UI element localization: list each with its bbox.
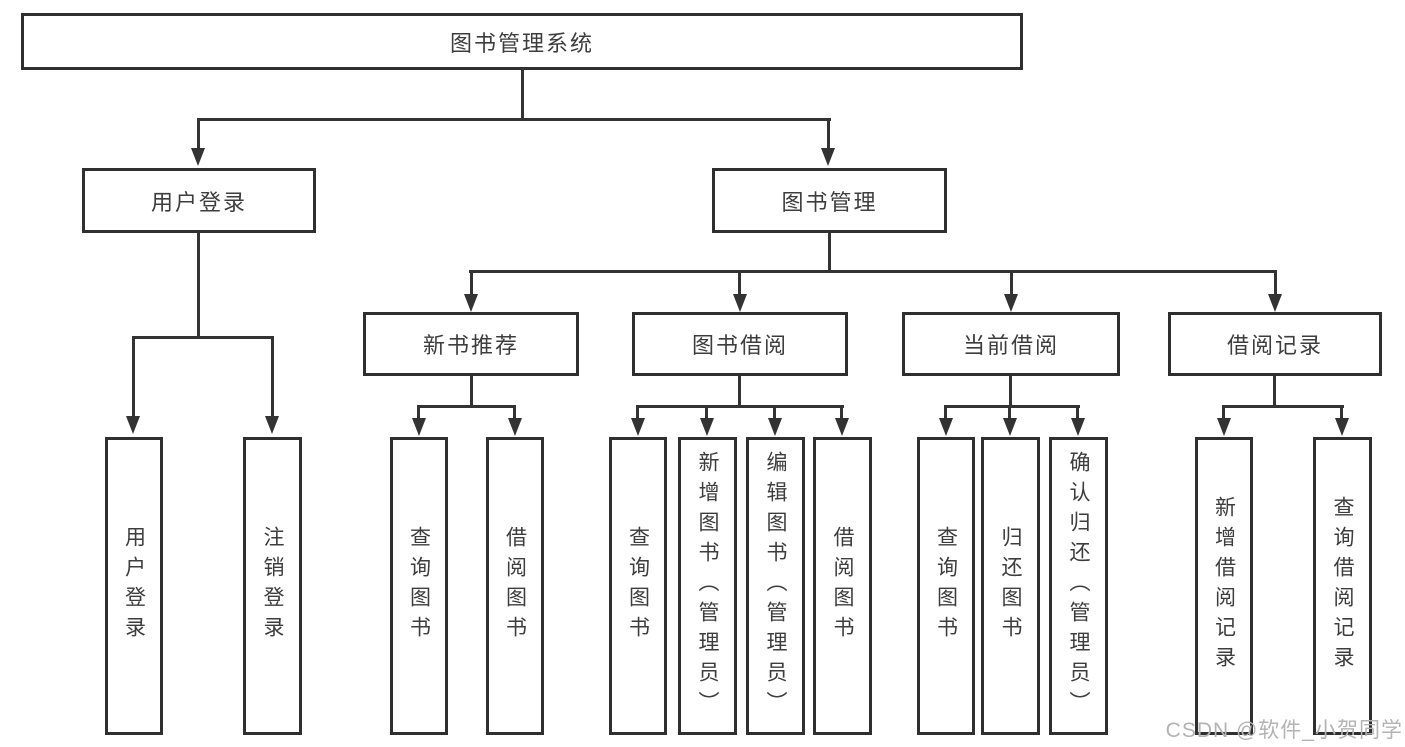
node-user-login: 用户登录 xyxy=(82,168,316,233)
connector-rail xyxy=(417,405,516,408)
arrow-down-icon xyxy=(1268,294,1282,312)
leaf-query-books-recommend: 查询图书 xyxy=(390,437,448,735)
arrow-down-icon xyxy=(1004,294,1018,312)
arrow-down-icon xyxy=(1335,418,1349,436)
leaf-add-borrow-record: 新增借阅记录 xyxy=(1195,437,1253,735)
node-label: 归还图书 xyxy=(999,526,1022,646)
node-label: 新增图书（管理员） xyxy=(696,451,719,721)
node-label: 图书管理 xyxy=(781,189,878,215)
leaf-add-book-admin: 新增图书（管理员） xyxy=(678,437,737,735)
node-book-management: 图书管理 xyxy=(712,168,947,233)
connector-drop xyxy=(1274,270,1277,296)
arrow-down-icon xyxy=(700,418,714,436)
leaf-confirm-return-admin: 确认归还（管理员） xyxy=(1049,437,1108,735)
connector-drop xyxy=(1076,405,1079,420)
connector-drop xyxy=(1340,405,1343,420)
arrow-down-icon xyxy=(464,294,478,312)
arrow-down-icon xyxy=(126,416,140,434)
connector-drop xyxy=(944,405,947,420)
csdn-watermark: CSDN @软件_小贺同学 xyxy=(1165,719,1403,742)
arrow-down-icon xyxy=(835,418,849,436)
leaf-return-book: 归还图书 xyxy=(981,437,1040,735)
connector-rail xyxy=(132,336,274,339)
node-label: 借阅图书 xyxy=(831,526,854,646)
connector-drop xyxy=(1008,405,1011,420)
arrow-down-icon xyxy=(412,418,426,436)
connector-drop xyxy=(636,405,639,420)
arrow-down-icon xyxy=(1217,418,1231,436)
node-library-system: 图书管理系统 xyxy=(21,13,1023,70)
node-new-book-recommend: 新书推荐 xyxy=(363,312,579,376)
node-label: 查询借阅记录 xyxy=(1331,496,1354,676)
arrow-down-icon xyxy=(1003,418,1017,436)
connector-drop xyxy=(840,405,843,420)
node-label: 查询图书 xyxy=(934,526,958,646)
connector-stem xyxy=(828,233,831,272)
node-label: 查询图书 xyxy=(407,526,431,646)
node-current-borrowing: 当前借阅 xyxy=(902,312,1120,376)
leaf-logout: 注销登录 xyxy=(243,437,302,735)
node-label: 用户登录 xyxy=(122,526,146,646)
node-book-borrowing: 图书借阅 xyxy=(632,312,848,376)
node-label: 编辑图书（管理员） xyxy=(764,451,787,721)
node-label: 当前借阅 xyxy=(962,333,1059,358)
connector-drop xyxy=(513,405,516,420)
connector-drop xyxy=(738,270,741,296)
node-label: 借阅记录 xyxy=(1226,333,1323,358)
node-label: 图书管理系统 xyxy=(449,30,594,56)
arrow-down-icon xyxy=(1071,418,1085,436)
leaf-query-books-borrowing: 查询图书 xyxy=(609,437,667,735)
arrow-down-icon xyxy=(733,294,747,312)
leaf-borrow-books-recommend: 借阅图书 xyxy=(486,437,544,735)
node-label: 确认归还（管理员） xyxy=(1067,451,1090,721)
node-label: 查询图书 xyxy=(626,526,650,646)
arrow-down-icon xyxy=(265,416,279,434)
connector-drop xyxy=(705,405,708,420)
connector-drop xyxy=(417,405,420,420)
node-label: 新增借阅记录 xyxy=(1212,496,1236,676)
node-label: 图书借阅 xyxy=(691,333,788,358)
connector-stem xyxy=(1009,376,1012,407)
connector-rail xyxy=(1222,405,1344,408)
node-label: 借阅图书 xyxy=(503,526,527,646)
connector-drop xyxy=(197,118,200,151)
arrow-down-icon xyxy=(191,148,205,166)
connector-rail xyxy=(469,270,1277,273)
connector-rail xyxy=(197,118,831,121)
leaf-edit-book-admin: 编辑图书（管理员） xyxy=(746,437,805,735)
connector-drop xyxy=(271,336,274,418)
arrow-down-icon xyxy=(821,148,835,166)
leaf-borrow-books-borrowing: 借阅图书 xyxy=(813,437,872,735)
connector-stem xyxy=(738,376,741,407)
node-label: 注销登录 xyxy=(261,526,284,646)
connector-drop xyxy=(1222,405,1225,420)
connector-rail xyxy=(944,405,1080,408)
leaf-query-borrow-record: 查询借阅记录 xyxy=(1313,437,1372,735)
connector-drop xyxy=(827,118,830,151)
connector-drop xyxy=(470,270,473,296)
connector-stem xyxy=(470,376,473,407)
connector-stem xyxy=(197,233,200,338)
arrow-down-icon xyxy=(768,418,782,436)
arrow-down-icon xyxy=(939,418,953,436)
connector-drop xyxy=(1010,270,1013,296)
node-label: 用户登录 xyxy=(150,189,247,215)
arrow-down-icon xyxy=(508,418,522,436)
leaf-user-login: 用户登录 xyxy=(105,437,163,735)
connector-rail xyxy=(636,405,844,408)
connector-stem xyxy=(1273,376,1276,407)
connector-drop xyxy=(132,336,135,418)
leaf-query-books-current: 查询图书 xyxy=(917,437,975,735)
node-label: 新书推荐 xyxy=(422,333,519,358)
connector-stem xyxy=(521,68,524,120)
connector-drop xyxy=(773,405,776,420)
node-borrow-records: 借阅记录 xyxy=(1168,312,1382,376)
arrow-down-icon xyxy=(631,418,645,436)
